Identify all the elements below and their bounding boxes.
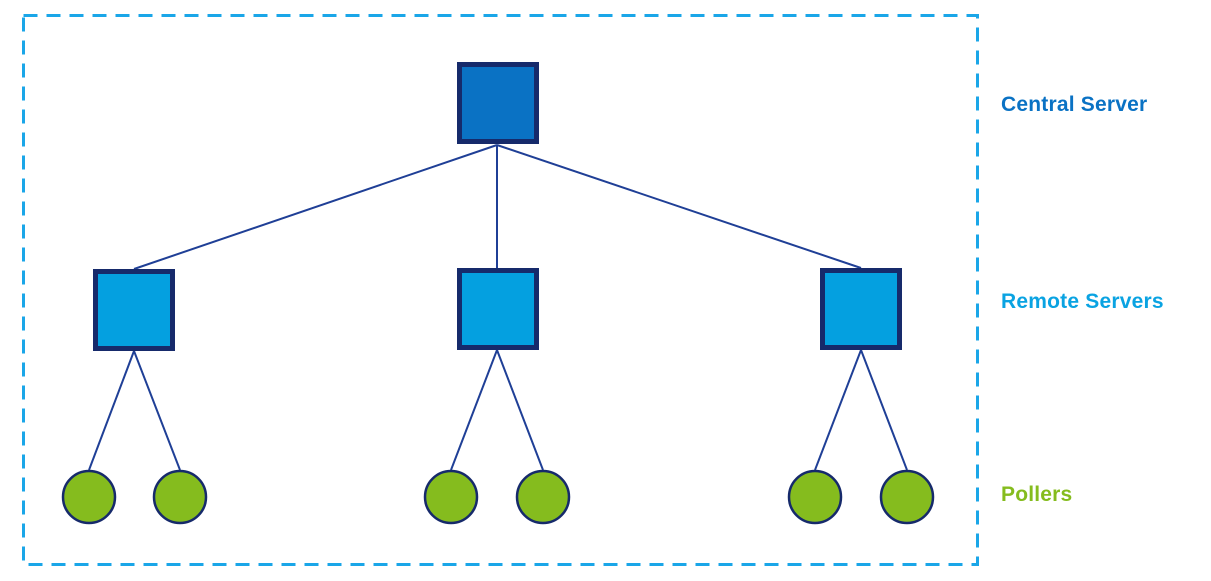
poller-shape[interactable] [879, 469, 935, 525]
poller-shape[interactable] [152, 469, 208, 525]
remote-server-shape[interactable] [93, 269, 175, 351]
poller-node-1[interactable] [61, 469, 117, 525]
remote-server-shape[interactable] [820, 268, 902, 350]
poller-node-5[interactable] [787, 469, 843, 525]
poller-shape[interactable] [61, 469, 117, 525]
poller-shape[interactable] [423, 469, 479, 525]
connector-remote-1-to-poller-2 [133, 350, 181, 471]
remote-server-shape[interactable] [457, 268, 539, 350]
tier-label-remote-servers: Remote Servers [1001, 290, 1164, 313]
connector-remote-2-to-poller-3 [450, 349, 498, 471]
poller-node-3[interactable] [423, 469, 479, 525]
poller-shape[interactable] [787, 469, 843, 525]
connector-remote-3-to-poller-6 [860, 349, 908, 471]
remote-server-node-3[interactable] [820, 268, 902, 350]
connector-remote-1-to-poller-1 [88, 350, 135, 471]
poller-node-6[interactable] [879, 469, 935, 525]
connector-central-to-remote-3 [496, 144, 862, 269]
poller-node-2[interactable] [152, 469, 208, 525]
connector-central-to-remote-1 [133, 144, 498, 270]
connector-remote-3-to-poller-5 [814, 349, 862, 471]
poller-node-4[interactable] [515, 469, 571, 525]
connector-group-remote-to-pollers [88, 349, 908, 471]
remote-server-node-2[interactable] [457, 268, 539, 350]
poller-shape[interactable] [515, 469, 571, 525]
connector-remote-2-to-poller-4 [496, 349, 544, 471]
diagram-boundary [22, 14, 979, 566]
central-server-node[interactable] [457, 62, 539, 144]
tier-label-pollers: Pollers [1001, 483, 1073, 506]
remote-server-node-1[interactable] [93, 269, 175, 351]
tier-label-central-server: Central Server [1001, 93, 1148, 116]
connector-group-central-to-remote [133, 144, 862, 270]
central-server-shape[interactable] [457, 62, 539, 144]
